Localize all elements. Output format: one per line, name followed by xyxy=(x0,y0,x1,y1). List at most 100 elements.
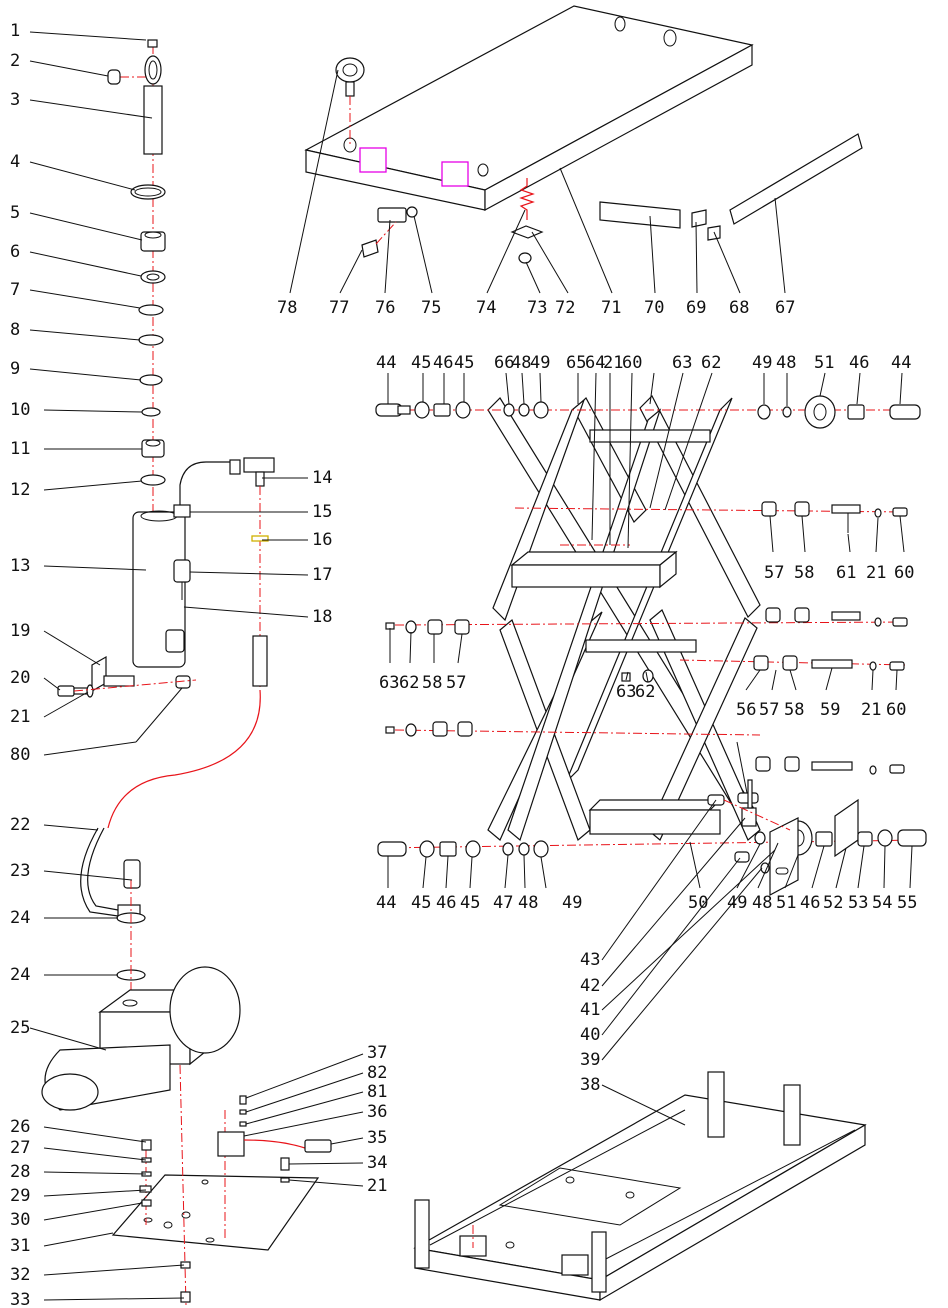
label-part-24a: 24 xyxy=(10,908,30,928)
label-part-30: 30 xyxy=(10,1210,30,1230)
label-part-26: 26 xyxy=(10,1117,30,1137)
label-part-82: 82 xyxy=(367,1063,387,1083)
label-part-48a: 48 xyxy=(511,353,531,373)
label-part-2: 2 xyxy=(10,51,20,71)
label-part-35: 35 xyxy=(367,1128,387,1148)
label-part-21e: 21 xyxy=(861,700,881,720)
label-part-75: 75 xyxy=(421,298,441,318)
label-part-81: 81 xyxy=(367,1082,387,1102)
label-part-61: 61 xyxy=(836,563,856,583)
label-part-77: 77 xyxy=(329,298,349,318)
label-part-46c: 46 xyxy=(436,893,456,913)
label-part-6: 6 xyxy=(10,242,20,262)
leader-lines xyxy=(29,31,913,1301)
label-part-28: 28 xyxy=(10,1162,30,1182)
label-part-74: 74 xyxy=(476,298,496,318)
part-number-labels: 1 2 3 4 5 6 7 8 9 10 11 12 13 19 20 21 8… xyxy=(10,21,917,1308)
label-part-33: 33 xyxy=(10,1290,30,1308)
label-part-49d: 49 xyxy=(727,893,747,913)
label-part-48b: 48 xyxy=(776,353,796,373)
pump-assembly xyxy=(41,827,332,1306)
label-part-7: 7 xyxy=(10,280,20,300)
label-part-80: 80 xyxy=(10,745,30,765)
label-part-45d: 45 xyxy=(460,893,480,913)
label-part-23: 23 xyxy=(10,861,30,881)
label-part-45a: 45 xyxy=(411,353,431,373)
label-part-45b: 45 xyxy=(454,353,474,373)
label-part-44a: 44 xyxy=(376,353,396,373)
label-part-69: 69 xyxy=(686,298,706,318)
label-part-24b: 24 xyxy=(10,965,30,985)
label-part-53: 53 xyxy=(848,893,868,913)
label-part-8: 8 xyxy=(10,320,20,340)
label-part-3: 3 xyxy=(10,90,20,110)
label-part-48c: 48 xyxy=(518,893,538,913)
label-part-21d: 21 xyxy=(866,563,886,583)
label-part-72: 72 xyxy=(555,298,575,318)
label-part-63b: 63 xyxy=(379,673,399,693)
base-frame xyxy=(413,779,867,1302)
label-part-58b: 58 xyxy=(422,673,442,693)
label-part-32: 32 xyxy=(10,1265,30,1285)
label-part-19: 19 xyxy=(10,621,30,641)
label-part-40: 40 xyxy=(580,1025,600,1045)
label-part-48d: 48 xyxy=(752,893,772,913)
label-part-58c: 58 xyxy=(784,700,804,720)
label-part-56a: 56 xyxy=(736,700,756,720)
label-part-46b: 46 xyxy=(849,353,869,373)
label-part-46a: 46 xyxy=(433,353,453,373)
label-part-9: 9 xyxy=(10,359,20,379)
label-part-13: 13 xyxy=(10,556,30,576)
label-part-21b: 21 xyxy=(367,1176,387,1196)
label-part-29: 29 xyxy=(10,1186,30,1206)
label-part-49b: 49 xyxy=(752,353,772,373)
label-part-62c: 62 xyxy=(635,682,655,702)
label-part-20: 20 xyxy=(10,668,30,688)
label-part-45c: 45 xyxy=(411,893,431,913)
label-part-44b: 44 xyxy=(891,353,911,373)
label-part-21c: 21 xyxy=(603,353,623,373)
label-part-51a: 51 xyxy=(814,353,834,373)
label-part-42: 42 xyxy=(580,976,600,996)
label-part-67: 67 xyxy=(775,298,795,318)
label-part-18: 18 xyxy=(312,607,332,627)
label-part-63c: 63 xyxy=(616,682,636,702)
label-part-14: 14 xyxy=(312,468,332,488)
label-part-51b: 51 xyxy=(776,893,796,913)
label-part-54: 54 xyxy=(872,893,892,913)
label-part-12: 12 xyxy=(10,480,30,500)
label-part-70: 70 xyxy=(644,298,664,318)
label-part-49a: 49 xyxy=(530,353,550,373)
label-part-49c: 49 xyxy=(562,893,582,913)
label-part-37: 37 xyxy=(367,1043,387,1063)
label-part-38: 38 xyxy=(580,1075,600,1095)
label-part-17: 17 xyxy=(312,565,332,585)
label-part-46d: 46 xyxy=(800,893,820,913)
scissor-assembly xyxy=(375,394,927,858)
label-part-52: 52 xyxy=(823,893,843,913)
table-top-assembly xyxy=(304,5,863,264)
label-part-58a: 58 xyxy=(794,563,814,583)
label-part-27: 27 xyxy=(10,1138,30,1158)
label-part-65: 65 xyxy=(566,353,586,373)
label-part-63a: 63 xyxy=(672,353,692,373)
label-part-60b: 60 xyxy=(894,563,914,583)
label-part-47: 47 xyxy=(493,893,513,913)
label-part-5: 5 xyxy=(10,203,20,223)
label-part-34: 34 xyxy=(367,1153,387,1173)
label-part-68: 68 xyxy=(729,298,749,318)
label-part-60c: 60 xyxy=(886,700,906,720)
label-part-64: 64 xyxy=(585,353,605,373)
label-part-16: 16 xyxy=(312,530,332,550)
label-part-43: 43 xyxy=(580,950,600,970)
label-part-36: 36 xyxy=(367,1102,387,1122)
label-part-21a: 21 xyxy=(10,707,30,727)
label-part-62a: 62 xyxy=(701,353,721,373)
label-part-55: 55 xyxy=(897,893,917,913)
label-part-15: 15 xyxy=(312,502,332,522)
label-part-71: 71 xyxy=(601,298,621,318)
label-part-57c: 57 xyxy=(759,700,779,720)
label-part-76: 76 xyxy=(375,298,395,318)
label-part-60a: 60 xyxy=(622,353,642,373)
